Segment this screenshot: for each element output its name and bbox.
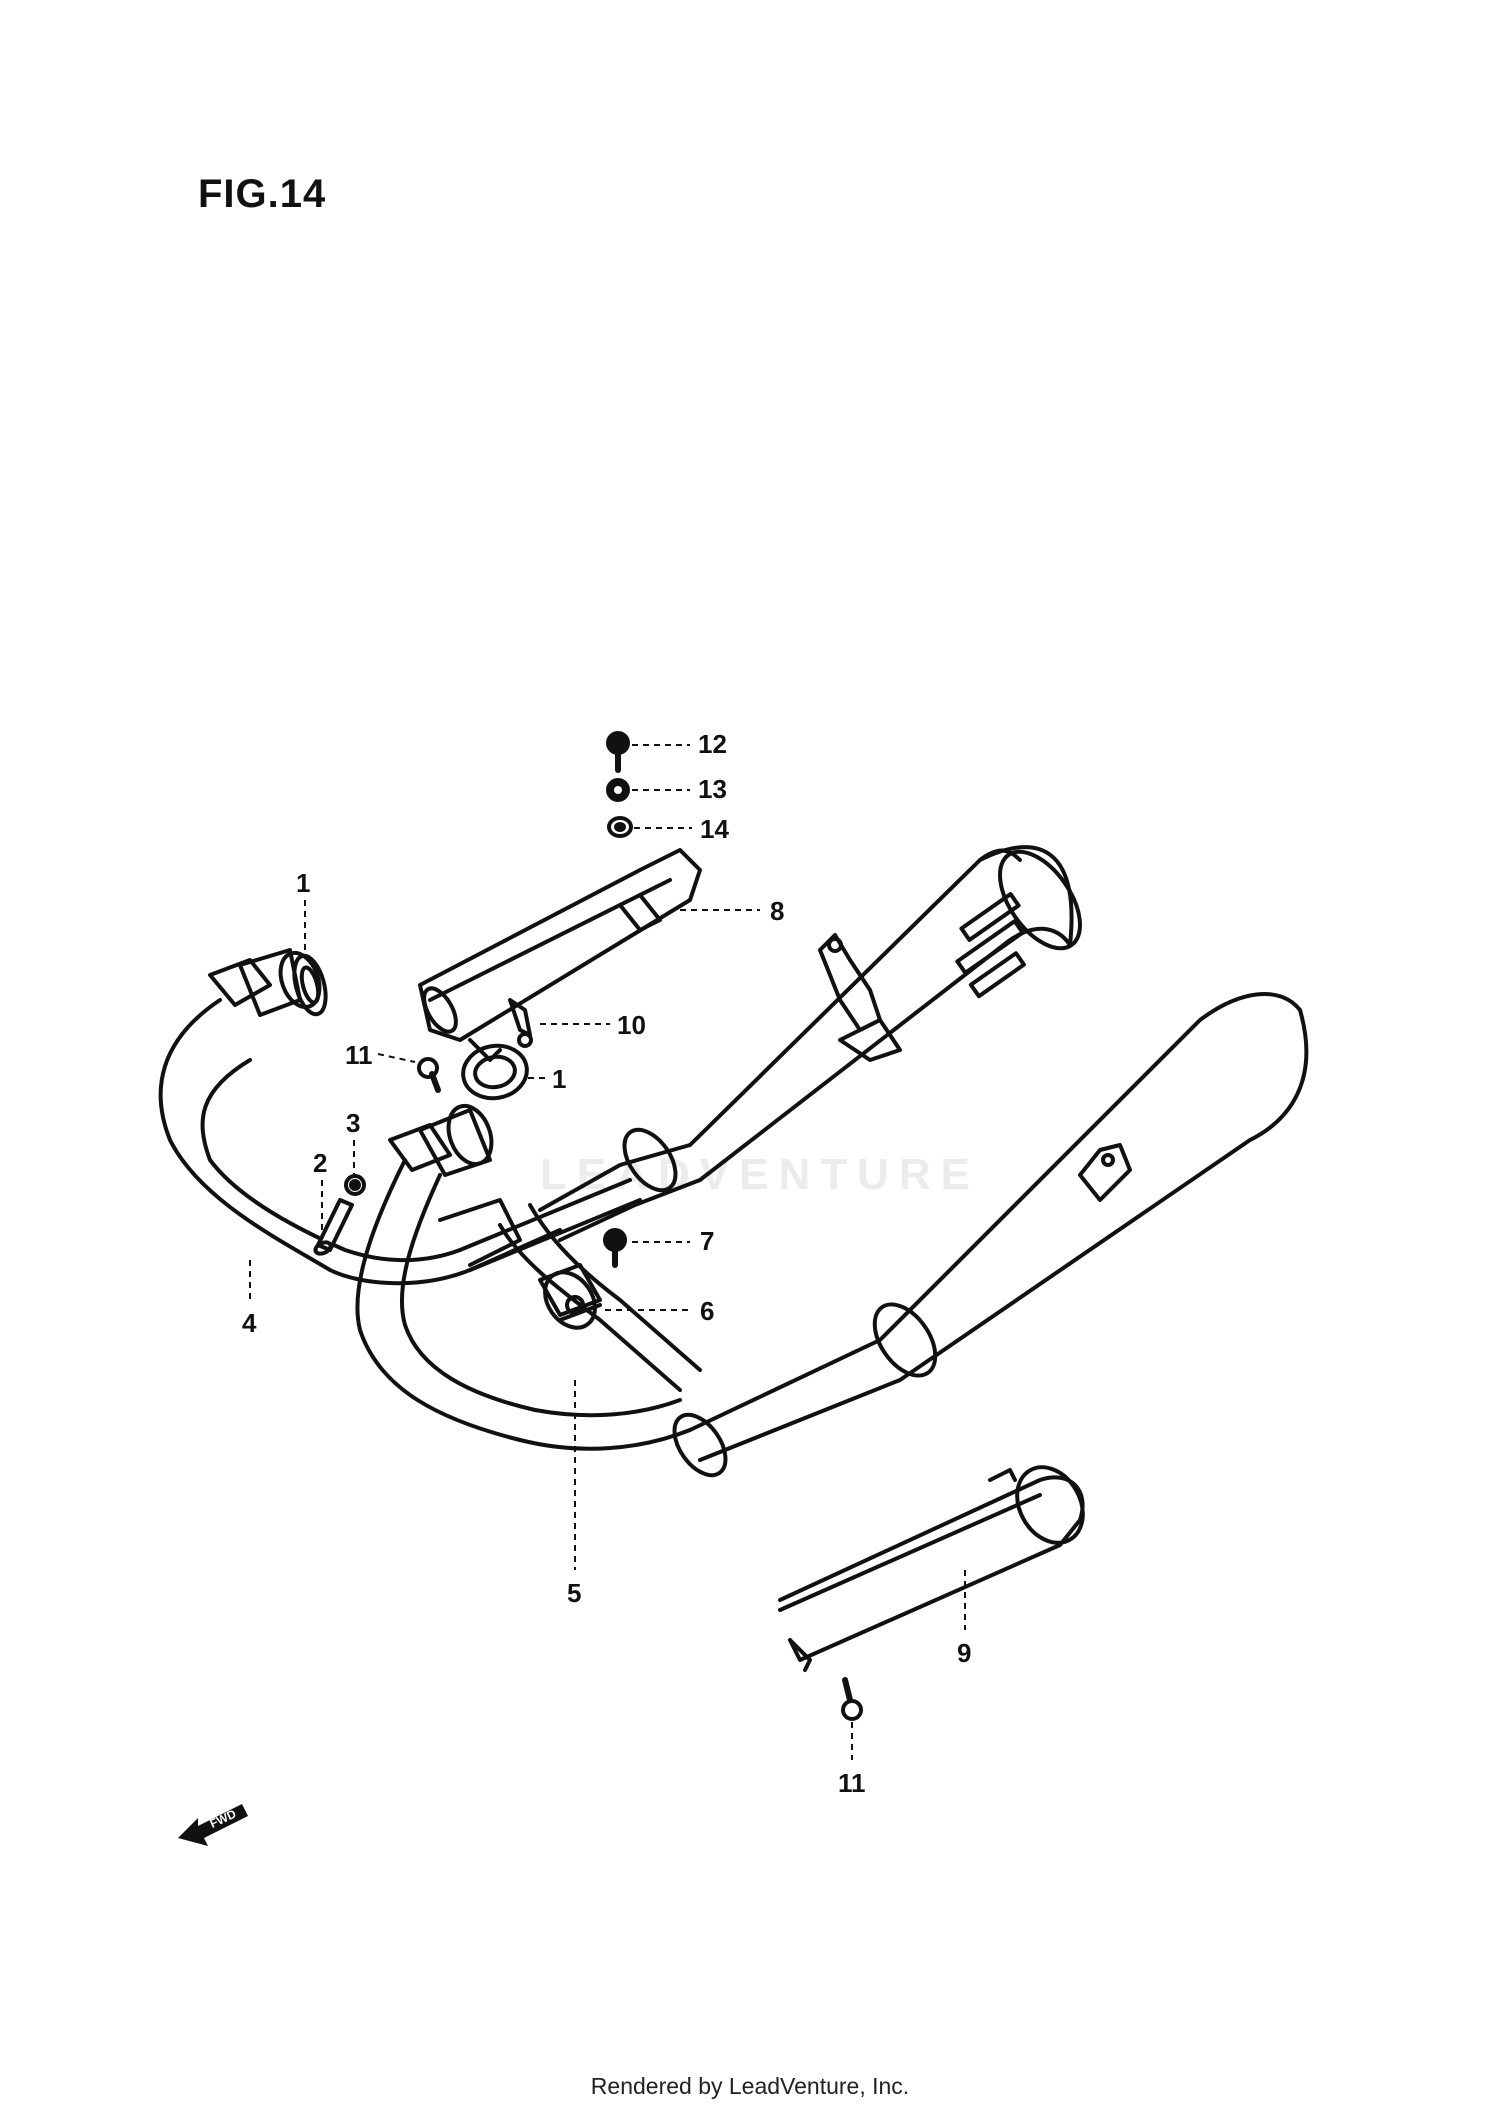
gasket-left <box>292 953 328 1017</box>
callout-7: 7 <box>700 1226 714 1256</box>
callout-10: 10 <box>617 1010 646 1040</box>
bolt-11-lower <box>841 1677 863 1721</box>
leader-11a <box>377 1053 416 1063</box>
heat-shield-lower <box>778 1465 1085 1672</box>
exhaust-pipe-left <box>158 998 642 1286</box>
callout-5: 5 <box>567 1578 581 1608</box>
figure-title: FIG.14 <box>198 172 327 216</box>
lower-muffler <box>672 992 1309 1478</box>
callout-14: 14 <box>700 814 729 844</box>
callout-3: 3 <box>346 1108 360 1138</box>
bolt-icon <box>606 731 630 773</box>
washer-icon <box>607 816 633 838</box>
heat-shield-clamp <box>508 998 533 1048</box>
callout-11-upper: 11 <box>345 1040 373 1070</box>
callout-4: 4 <box>242 1308 257 1338</box>
callout-1-left: 1 <box>296 868 310 898</box>
callout-13: 13 <box>698 774 727 804</box>
forward-arrow-icon: FWD <box>178 1804 248 1846</box>
exhaust-pipe-right <box>355 1158 692 1451</box>
watermark-text: LEADVENTURE <box>539 1150 981 1199</box>
callout-12: 12 <box>698 729 727 759</box>
callout-11-lower: 11 <box>838 1768 866 1798</box>
callout-8: 8 <box>770 896 784 926</box>
footer-credit: Rendered by LeadVenture, Inc. <box>590 2073 910 2099</box>
upper-muffler-bracket <box>818 933 902 1062</box>
nut-3 <box>344 1174 366 1196</box>
callout-1-right: 1 <box>552 1064 566 1094</box>
heat-shield-upper <box>418 848 702 1062</box>
lower-muffler-bracket <box>1078 1143 1132 1202</box>
upper-muffler <box>538 845 1082 1242</box>
pipe-clamp <box>538 1263 602 1322</box>
callout-2: 2 <box>313 1148 327 1178</box>
bolt-7 <box>603 1228 627 1268</box>
callout-9: 9 <box>957 1638 971 1668</box>
flange-right <box>388 1103 494 1177</box>
gasket-right <box>461 1043 529 1101</box>
nut-icon <box>606 778 630 802</box>
bolt-11-upper <box>417 1057 441 1093</box>
callout-6: 6 <box>700 1296 714 1326</box>
stud-bolt <box>313 1198 354 1256</box>
